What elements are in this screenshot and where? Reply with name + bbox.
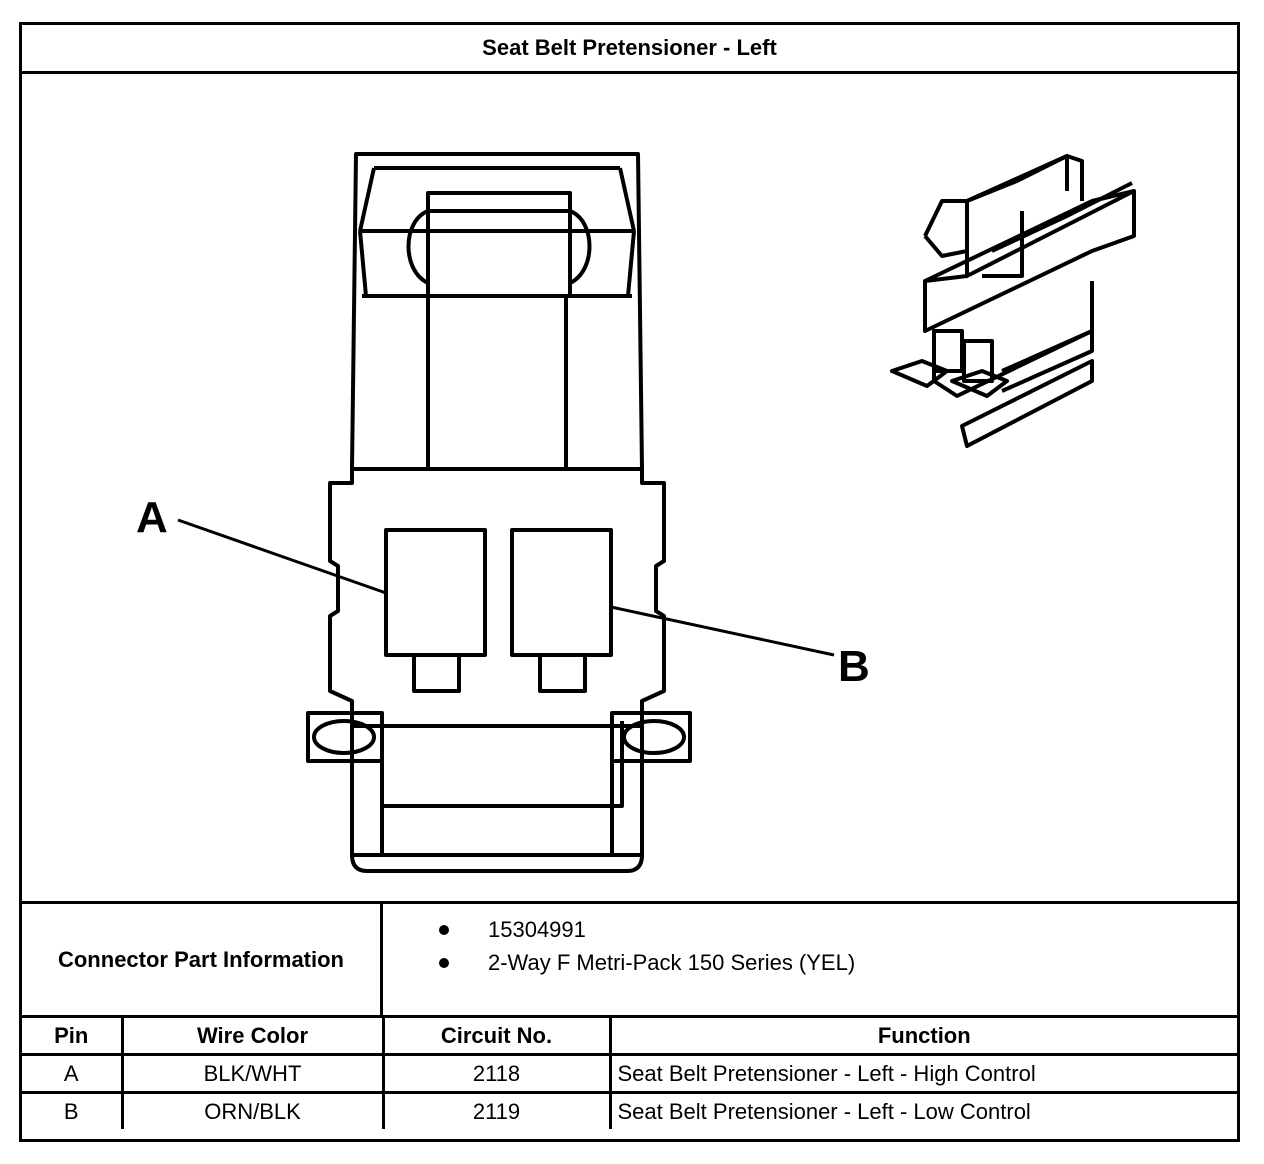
- connector-face-drawing: A B: [136, 152, 1136, 873]
- connector-part-info: Connector Part Information 15304991 2-Wa…: [22, 901, 1237, 1018]
- header-pin: Pin: [22, 1018, 124, 1056]
- pin-label-b: B: [838, 642, 870, 691]
- cell-wire-color: ORN/BLK: [120, 1091, 385, 1129]
- leader-line-b: [610, 605, 835, 657]
- connector-isometric-view: [890, 154, 1136, 448]
- cell-function: Seat Belt Pretensioner - Left - Low Cont…: [608, 1091, 1237, 1129]
- table-row: B ORN/BLK 2119 Seat Belt Pretensioner - …: [22, 1091, 1237, 1129]
- connector-body: [328, 467, 666, 728]
- header-function: Function: [608, 1018, 1237, 1056]
- connector-part-info-label: Connector Part Information: [22, 904, 383, 1015]
- part-number: 15304991: [488, 917, 586, 942]
- leader-line-a: [177, 518, 387, 595]
- list-item: 15304991: [383, 915, 1237, 945]
- cavity-b: [510, 528, 613, 657]
- connector-latch-housing: [350, 152, 644, 471]
- connector-diagram: A B: [22, 71, 1237, 901]
- table-header-row: Pin Wire Color Circuit No. Function: [22, 1018, 1237, 1056]
- header-wire-color: Wire Color: [120, 1018, 385, 1056]
- page-title: Seat Belt Pretensioner - Left: [22, 25, 1237, 74]
- list-item: 2-Way F Metri-Pack 150 Series (YEL): [383, 948, 1237, 978]
- cell-circuit-no: 2118: [381, 1053, 612, 1094]
- cell-pin: A: [22, 1053, 124, 1094]
- connector-part-info-list: 15304991 2-Way F Metri-Pack 150 Series (…: [383, 904, 1237, 1015]
- cell-function: Seat Belt Pretensioner - Left - High Con…: [608, 1053, 1237, 1094]
- cell-pin: B: [22, 1091, 124, 1129]
- connector-type: 2-Way F Metri-Pack 150 Series (YEL): [488, 950, 856, 975]
- table-row: A BLK/WHT 2118 Seat Belt Pretensioner - …: [22, 1053, 1237, 1094]
- pin-label-a: A: [136, 493, 168, 542]
- bullet-icon: [439, 925, 449, 935]
- header-circuit-no: Circuit No.: [381, 1018, 612, 1056]
- connector-latch-arm: [426, 191, 572, 213]
- bullet-icon: [439, 958, 449, 968]
- connector-lock: [380, 721, 624, 808]
- connector-sheet: Seat Belt Pretensioner - Left: [19, 22, 1240, 1142]
- cavity-a: [384, 528, 487, 657]
- cell-circuit-no: 2119: [381, 1091, 612, 1129]
- cell-wire-color: BLK/WHT: [120, 1053, 385, 1094]
- pin-table: Pin Wire Color Circuit No. Function A BL…: [22, 1018, 1237, 1129]
